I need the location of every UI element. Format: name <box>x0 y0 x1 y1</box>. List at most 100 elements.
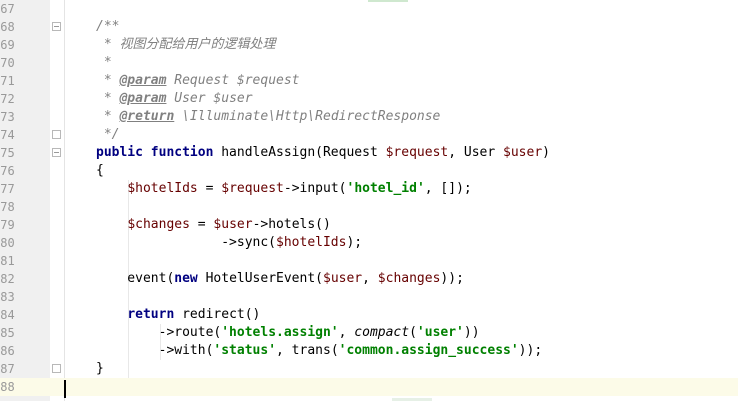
code-token: $changes <box>127 217 190 232</box>
code-line[interactable]: 170 * <box>0 54 738 72</box>
code-token: ) <box>542 145 550 160</box>
code-text: * @param User $user <box>96 90 253 108</box>
search-highlight <box>392 398 432 401</box>
code-text: return redirect() <box>96 306 260 324</box>
code-token: new <box>174 271 206 286</box>
code-text: $hotelIds = $request->input('hotel_id', … <box>96 180 472 198</box>
code-token: , []); <box>424 181 472 196</box>
indent-guide <box>128 180 129 378</box>
code-token: Request $request <box>166 73 300 88</box>
code-line[interactable]: 181 <box>0 252 738 270</box>
code-line[interactable]: 173 * @return \Illuminate\Http\RedirectR… <box>0 108 738 126</box>
code-token <box>96 181 127 196</box>
code-text: $changes = $user->hotels() <box>96 216 331 234</box>
code-token: 'hotels.assign' <box>221 325 339 340</box>
code-token: 'hotel_id' <box>346 181 425 196</box>
code-text: * <box>96 54 112 72</box>
code-token: )) <box>463 325 480 340</box>
code-token: public function <box>96 145 222 160</box>
line-number: 187 <box>0 362 15 376</box>
code-token: { <box>96 163 104 178</box>
line-number: 176 <box>0 164 15 178</box>
code-line[interactable]: 177 $hotelIds = $request->input('hotel_i… <box>0 180 738 198</box>
code-text: */ <box>96 126 120 144</box>
code-token: ->route( <box>96 325 222 340</box>
code-line[interactable]: 168/** <box>0 18 738 36</box>
code-token: ->hotels() <box>252 217 331 232</box>
fold-marker-icon[interactable] <box>52 22 61 31</box>
code-token: /** <box>96 19 120 34</box>
code-token: @return <box>119 109 175 124</box>
code-token: * <box>96 109 120 124</box>
code-token: = <box>197 181 222 196</box>
code-text: { <box>96 162 104 180</box>
code-text: * @param Request $request <box>96 72 300 90</box>
code-token: $user <box>503 145 543 160</box>
code-line[interactable]: 167 <box>0 0 738 18</box>
code-line[interactable]: 188 <box>0 378 738 396</box>
code-token: ->with( <box>96 343 214 358</box>
code-text: event(new HotelUserEvent($user, $changes… <box>96 270 464 288</box>
code-token <box>96 217 127 232</box>
code-text: * @return \Illuminate\Http\RedirectRespo… <box>96 108 441 126</box>
code-token: $request <box>221 181 284 196</box>
code-line[interactable]: 187} <box>0 360 738 378</box>
code-line[interactable]: 186 ->with('status', trans('common.assig… <box>0 342 738 360</box>
code-line[interactable]: 176 { <box>0 162 738 180</box>
code-token: User $user <box>166 91 253 106</box>
code-line[interactable]: 171 * @param Request $request <box>0 72 738 90</box>
code-line[interactable]: 174 */ <box>0 126 738 144</box>
code-token: * 视图分配给用户的逻辑处理 <box>96 37 276 52</box>
code-line[interactable]: 184 return redirect() <box>0 306 738 324</box>
code-line[interactable]: 178 <box>0 198 738 216</box>
code-token: $request <box>385 145 449 160</box>
fold-marker-icon[interactable] <box>52 130 61 139</box>
line-number: 188 <box>0 380 15 394</box>
code-text: /** <box>96 18 119 36</box>
code-token: ->sync( <box>96 235 277 250</box>
code-token: event( <box>96 271 175 286</box>
code-text: * 视图分配给用户的逻辑处理 <box>96 36 276 54</box>
fold-marker-icon[interactable] <box>52 364 61 373</box>
code-token: $user <box>213 217 253 232</box>
code-token: ->input( <box>283 181 347 196</box>
line-number: 170 <box>0 56 15 70</box>
indent-guide <box>160 324 161 360</box>
fold-marker-icon[interactable] <box>52 148 61 157</box>
line-number: 174 <box>0 128 15 142</box>
code-token: * <box>96 55 112 70</box>
code-token: redirect() <box>182 307 261 322</box>
code-line[interactable]: 169 * 视图分配给用户的逻辑处理 <box>0 36 738 54</box>
code-token: 'status' <box>213 343 277 358</box>
line-number: 182 <box>0 272 15 286</box>
code-line[interactable]: 182 event(new HotelUserEvent($user, $cha… <box>0 270 738 288</box>
code-token: , trans( <box>276 343 339 358</box>
line-number: 185 <box>0 326 15 340</box>
code-line[interactable]: 179 $changes = $user->hotels() <box>0 216 738 234</box>
code-line[interactable]: 172 * @param User $user <box>0 90 738 108</box>
line-number: 167 <box>0 2 15 16</box>
code-text: public function handleAssign(Request $re… <box>96 144 550 162</box>
code-token: * <box>96 73 120 88</box>
code-line[interactable]: 183 <box>0 288 738 306</box>
code-token: return <box>127 307 183 322</box>
code-token: )); <box>440 271 464 286</box>
code-text: ->route('hotels.assign', compact('user')… <box>96 324 480 342</box>
code-token: $changes <box>377 271 441 286</box>
code-line[interactable]: 185 ->route('hotels.assign', compact('us… <box>0 324 738 342</box>
code-token: , User <box>448 145 504 160</box>
line-number: 179 <box>0 218 15 232</box>
code-text: } <box>96 360 104 378</box>
code-token: 'user' <box>416 325 464 340</box>
code-token: handleAssign(Request <box>221 145 386 160</box>
code-line[interactable]: 175public function handleAssign(Request … <box>0 144 738 162</box>
line-number: 178 <box>0 200 15 214</box>
code-token <box>96 307 127 322</box>
line-number: 177 <box>0 182 15 196</box>
code-line[interactable]: 180 ->sync($hotelIds); <box>0 234 738 252</box>
line-number-gutter <box>0 0 50 401</box>
code-token: ( <box>409 325 417 340</box>
line-number: 173 <box>0 110 15 124</box>
